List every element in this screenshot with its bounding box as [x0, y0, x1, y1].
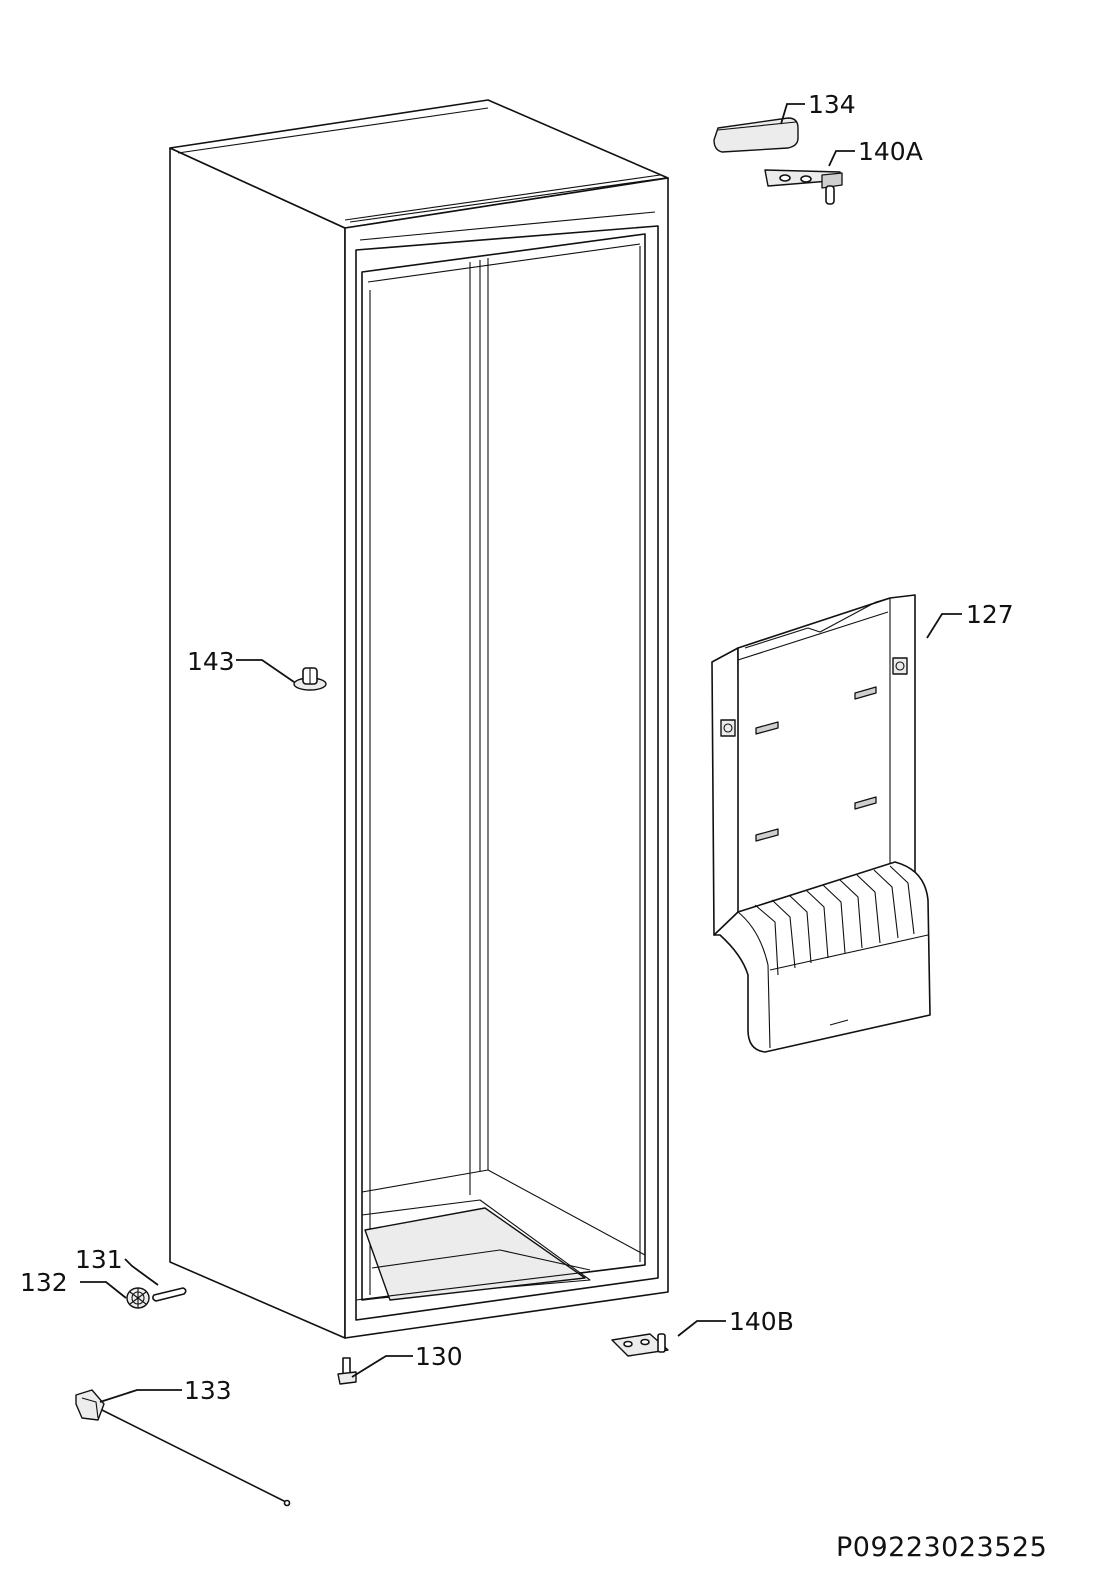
leader-lines — [80, 103, 962, 1403]
part-132-wheel — [126, 1287, 150, 1309]
part-130-foot — [337, 1357, 357, 1385]
label-140a: 140A — [858, 137, 923, 166]
part-140a-upper-hinge — [764, 169, 843, 205]
label-127: 127 — [966, 600, 1014, 629]
part-140b-lower-hinge — [611, 1333, 669, 1357]
label-143: 143 — [187, 647, 235, 676]
label-132: 132 — [20, 1268, 68, 1297]
label-134: 134 — [808, 90, 856, 119]
label-133: 133 — [184, 1376, 232, 1405]
label-130: 130 — [415, 1342, 463, 1371]
panel-slots — [755, 686, 877, 842]
document-code: P09223023525 — [836, 1532, 1047, 1563]
part-number-labels: 134 140A 127 143 131 132 140B 130 133 — [20, 90, 1014, 1405]
part-127-rear-panel — [711, 594, 931, 1053]
label-140b: 140B — [729, 1307, 794, 1336]
part-133-probe — [75, 1389, 291, 1507]
part-143-plug — [293, 667, 327, 691]
duct-fins — [754, 865, 915, 976]
cabinet-body — [169, 99, 669, 1339]
label-131: 131 — [75, 1245, 123, 1274]
part-134-hinge-cover — [713, 117, 799, 153]
part-131-pin — [152, 1287, 187, 1302]
